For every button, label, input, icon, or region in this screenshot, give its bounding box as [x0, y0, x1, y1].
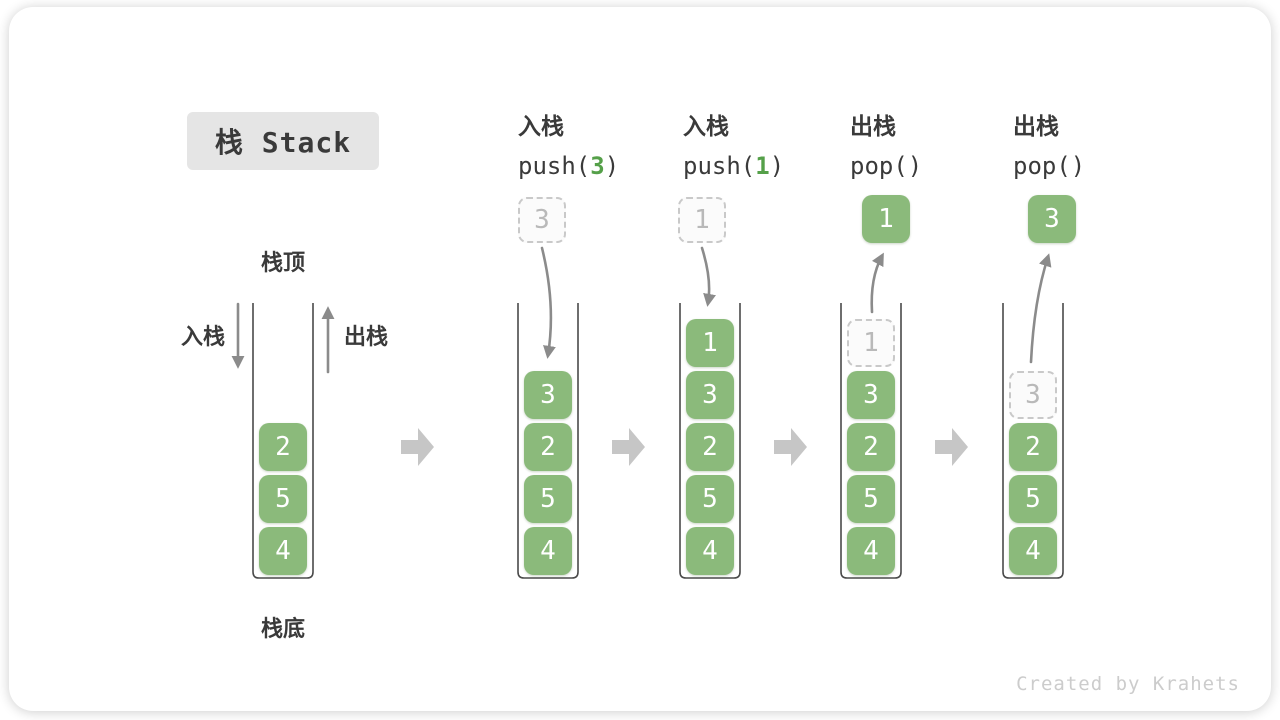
stack-block: 5 [847, 475, 895, 523]
operation-label-push-1: 入栈 push(1) [683, 107, 853, 180]
stack-block: 3 [524, 371, 572, 419]
stack-block: 4 [847, 527, 895, 575]
watermark: Created by Krahets [1016, 673, 1240, 695]
code-close: ) [769, 152, 785, 180]
stack-block: 5 [524, 475, 572, 523]
incoming-value-box: 1 [678, 197, 726, 243]
stack-block: 2 [1009, 423, 1057, 471]
code-arg: 3 [590, 152, 605, 180]
stack-block: 2 [686, 423, 734, 471]
operation-code: push(3) [518, 152, 688, 180]
code-close: ) [1070, 152, 1086, 180]
popped-value-box: 1 [862, 195, 910, 243]
stack-block: 2 [259, 423, 307, 471]
operation-code: push(1) [683, 152, 853, 180]
stack-block: 4 [259, 527, 307, 575]
stack-block: 3 [686, 371, 734, 419]
stack-block: 4 [686, 527, 734, 575]
operation-label-push-3: 入栈 push(3) [518, 107, 688, 180]
stack-block: 4 [524, 527, 572, 575]
stack-block: 4 [1009, 527, 1057, 575]
stack-block: 5 [259, 475, 307, 523]
operation-label-pop-3: 出栈 pop() [1013, 107, 1183, 180]
stack-block: 2 [847, 423, 895, 471]
operation-title: 入栈 [518, 114, 564, 140]
stack-block: 2 [524, 423, 572, 471]
stack-block: 5 [1009, 475, 1057, 523]
operation-title: 入栈 [683, 114, 729, 140]
operation-title: 出栈 [850, 114, 896, 140]
ghost-block: 3 [1009, 371, 1057, 419]
operation-label-pop-1: 出栈 pop() [850, 107, 1020, 180]
stack-bottom-label: 栈底 [261, 617, 306, 642]
code-fn: pop( [850, 152, 908, 180]
stack-block: 3 [847, 371, 895, 419]
pop-side-label: 出栈 [344, 325, 389, 350]
code-close: ) [604, 152, 620, 180]
operation-code: pop() [1013, 152, 1183, 180]
push-side-label: 入栈 [181, 325, 226, 350]
page-title: 栈 Stack [187, 112, 379, 170]
stack-block: 1 [686, 319, 734, 367]
code-fn: push( [518, 152, 591, 180]
stack-top-label: 栈顶 [261, 251, 306, 276]
incoming-value-box: 3 [518, 197, 566, 243]
operation-code: pop() [850, 152, 1020, 180]
operation-title: 出栈 [1013, 114, 1059, 140]
code-close: ) [907, 152, 923, 180]
stack-block: 5 [686, 475, 734, 523]
code-fn: pop( [1013, 152, 1071, 180]
popped-value-box: 3 [1028, 195, 1076, 243]
code-arg: 1 [755, 152, 770, 180]
code-fn: push( [683, 152, 756, 180]
ghost-block: 1 [847, 319, 895, 367]
